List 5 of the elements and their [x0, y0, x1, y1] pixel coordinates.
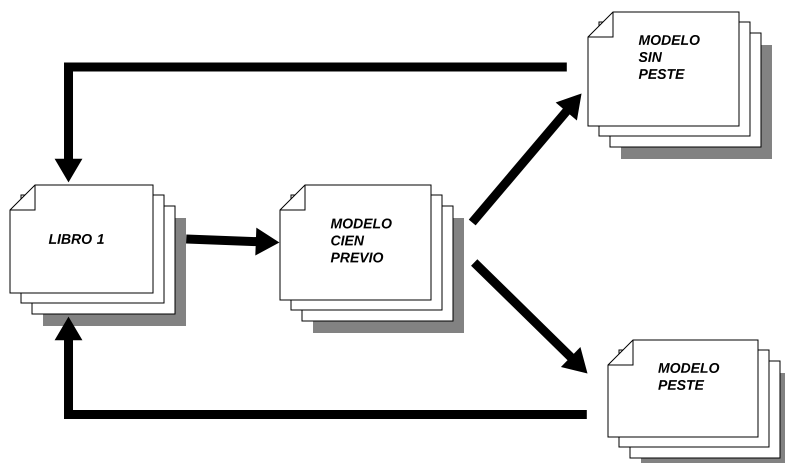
document-stack: LIBRO 1 — [10, 184, 186, 326]
document-stack: MODELO SIN PESTE — [588, 12, 772, 159]
document-stack: MODELO CIEN PREVIO — [280, 184, 464, 333]
document-stack: MODELO PESTE — [608, 340, 785, 463]
node-label: MODELO — [658, 363, 720, 373]
